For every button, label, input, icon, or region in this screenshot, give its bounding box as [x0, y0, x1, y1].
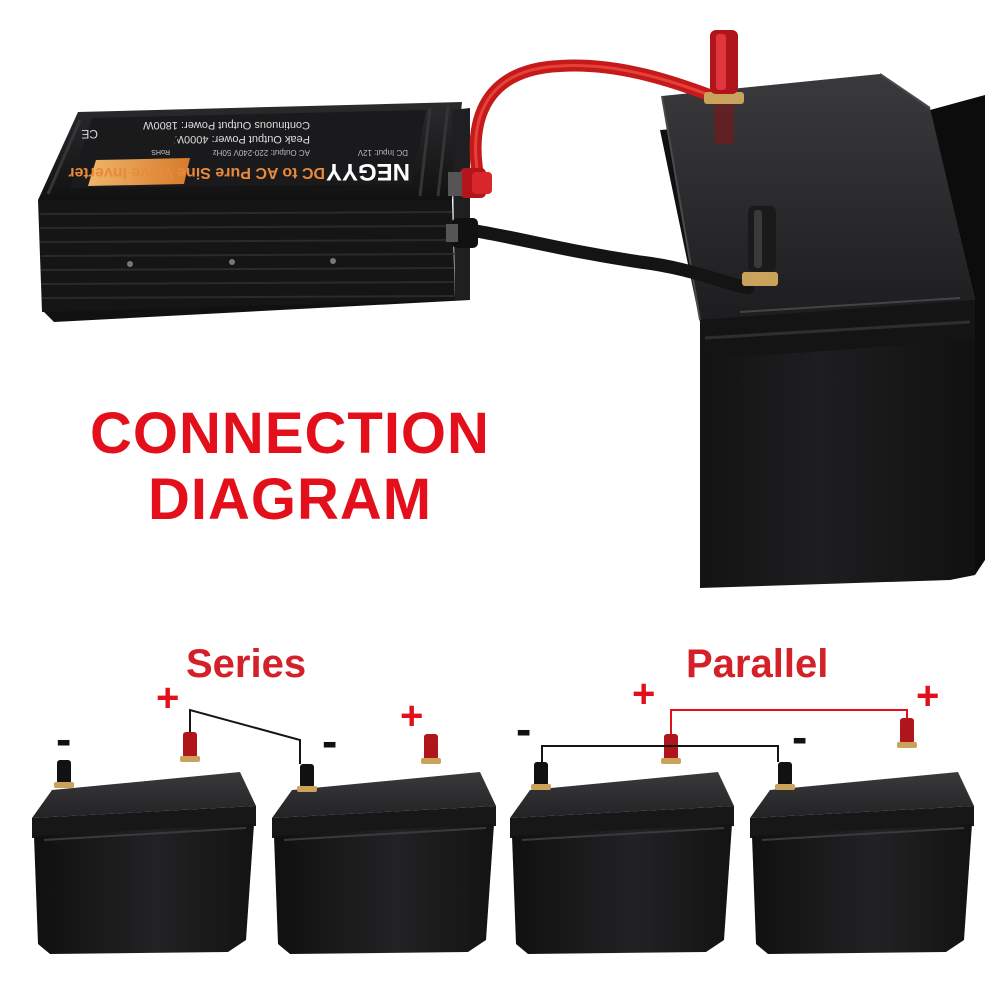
inverter-label: NEGYY DC to AC Pure Sine Wave Inverter D… — [68, 119, 410, 185]
series-right-minus-sign: - — [322, 715, 338, 767]
terminal-icon — [534, 762, 548, 786]
terminal-icon — [57, 760, 71, 784]
parallel-right-plus-sign: + — [916, 674, 940, 718]
battery-icon — [32, 732, 256, 954]
inverter-negative-terminal — [446, 218, 478, 248]
inverter-output-text: AC Output: 220-240V 50Hz — [213, 148, 310, 157]
inverter-specs-1: Peak Output Power: 4000W — [173, 133, 310, 145]
battery-icon — [750, 718, 974, 954]
terminal-icon — [300, 764, 314, 788]
wiring-examples — [32, 708, 974, 954]
inverter-title: DC to AC Pure Sine Wave Inverter — [68, 164, 325, 181]
main-battery — [660, 73, 985, 588]
inverter-positive-terminal — [448, 168, 492, 198]
parallel-positive-wire — [670, 709, 908, 734]
main-battery-negative-terminal — [742, 206, 778, 286]
terminal-icon — [778, 762, 792, 786]
negative-cable — [463, 223, 755, 295]
inverter-battery-scene: NEGYY DC to AC Pure Sine Wave Inverter D… — [38, 30, 985, 588]
main-battery-positive-terminal — [704, 30, 744, 144]
series-wire — [189, 708, 301, 764]
inverter-specs-2: Continuous Output Power: 1800W — [142, 119, 310, 131]
series-left-plus-sign: + — [156, 676, 180, 720]
headline-line-1: CONNECTION — [90, 401, 490, 466]
parallel-right-minus-sign: - — [792, 711, 808, 763]
inverter-ce-mark: CE — [81, 127, 98, 141]
series-title: Series — [186, 642, 307, 686]
battery-icon — [510, 734, 734, 954]
series-left-minus-sign: - — [56, 713, 72, 765]
inverter-rohs: RoHS — [151, 148, 170, 155]
parallel-left-plus-sign: + — [632, 672, 656, 716]
inverter-power-badge: 4000W — [95, 124, 181, 154]
inverter-icon — [38, 102, 470, 322]
terminal-icon — [900, 718, 914, 744]
parallel-negative-wire — [541, 745, 779, 762]
series-right-plus-sign: + — [400, 694, 424, 738]
parallel-title: Parallel — [686, 642, 829, 686]
terminal-icon — [424, 734, 438, 760]
headline-line-2: DIAGRAM — [147, 467, 433, 532]
parallel-left-minus-sign: - — [516, 703, 532, 755]
inverter-input-text: DC Input: 12V — [357, 148, 408, 157]
inverter-brand: NEGYY — [326, 158, 410, 185]
battery-icon — [272, 734, 496, 954]
terminal-icon — [183, 732, 197, 758]
